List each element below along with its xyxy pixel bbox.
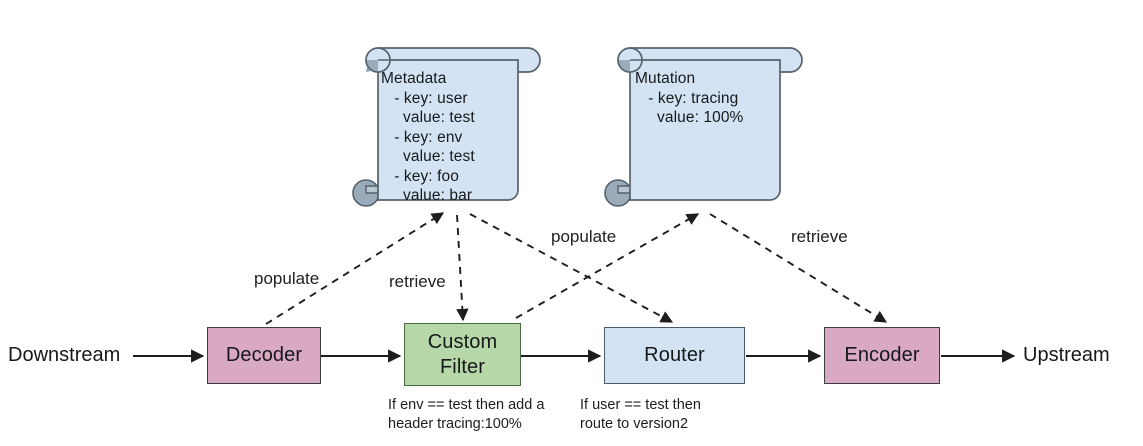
- node-encoder[interactable]: Encoder: [824, 327, 940, 384]
- note-router: If user == test then route to version2: [580, 397, 701, 432]
- node-decoder[interactable]: Decoder: [207, 327, 321, 384]
- edge-label-retrieve-metadata-filter: retrieve: [389, 272, 446, 291]
- label-upstream: Upstream: [1023, 344, 1110, 366]
- node-router[interactable]: Router: [604, 327, 745, 384]
- document-metadata[interactable]: Metadata - key: user value: test - key: …: [352, 38, 548, 214]
- node-custom-filter[interactable]: Custom Filter: [404, 323, 521, 386]
- node-custom-filter-label-line1: Custom: [427, 330, 498, 353]
- document-mutation[interactable]: Mutation - key: tracing value: 100%: [604, 38, 810, 214]
- document-mutation-text: Mutation - key: tracing value: 100%: [635, 70, 744, 126]
- scroll-body: [377, 59, 519, 201]
- scroll-body: [629, 59, 781, 201]
- node-custom-filter-label-line2: Filter: [439, 355, 486, 378]
- dashed-metadata-to-filter: [456, 214, 469, 322]
- edge-label-retrieve-mutation-encoder: retrieve: [791, 227, 848, 246]
- edge-label-populate-filter-mutation: populate: [551, 227, 617, 246]
- node-decoder-label: Decoder: [225, 344, 303, 366]
- document-metadata-text: Metadata - key: user value: test - key: …: [381, 70, 475, 204]
- edge-label-populate-decoder-metadata: populate: [254, 269, 320, 288]
- note-custom-filter: If env == test then add a header tracing…: [388, 397, 545, 432]
- label-downstream: Downstream: [8, 344, 121, 366]
- node-router-label: Router: [644, 344, 705, 366]
- node-encoder-label: Encoder: [844, 344, 920, 366]
